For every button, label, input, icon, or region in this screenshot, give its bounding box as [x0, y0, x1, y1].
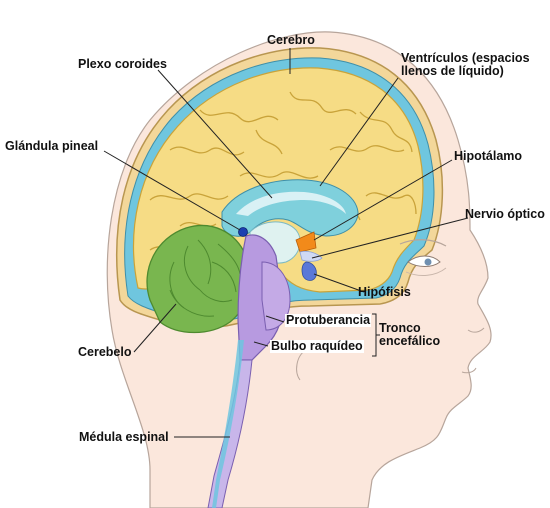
leader-cerebelo — [133, 303, 177, 353]
corpus-callosum — [236, 191, 346, 216]
leader-hipotalamo — [313, 159, 453, 241]
leader-ventriculos — [319, 77, 399, 187]
hypothalamus — [295, 231, 317, 253]
label-cerebelo: Cerebelo — [78, 345, 132, 359]
optic-chiasm — [299, 250, 323, 262]
pineal-gland — [238, 227, 248, 237]
pons — [261, 261, 291, 331]
label-tronco-line1: Tronco — [379, 321, 421, 335]
label-ventriculos: Ventrículos (espacios llenos de líquido) — [401, 52, 530, 78]
eye — [407, 255, 441, 267]
leader-pineal — [103, 150, 241, 231]
mouth — [461, 367, 477, 374]
label-tronco-line2: encefálico — [379, 334, 441, 348]
label-cerebro: Cerebro — [267, 33, 315, 47]
label-nervio-optico: Nervio óptico — [465, 207, 545, 221]
nostril — [467, 327, 485, 333]
label-ventriculos-line1: Ventrículos (espacios — [401, 51, 530, 65]
label-plexo-coroides: Plexo coroides — [78, 57, 167, 71]
pituitary — [301, 261, 317, 281]
label-protuberancia: Protuberancia — [285, 313, 372, 327]
leader-bulbo — [253, 341, 269, 347]
leader-nervio — [311, 217, 469, 259]
label-hipofisis: Hipófisis — [358, 285, 411, 299]
iris — [424, 258, 432, 266]
label-tronco-encefalico: Tronco encefálico — [379, 322, 440, 348]
label-medula-espinal: Médula espinal — [79, 430, 169, 444]
leader-plexo — [157, 69, 273, 199]
label-glandula-pineal: Glándula pineal — [5, 139, 99, 153]
cerebellum-folia — [169, 239, 241, 317]
leader-hipofisis — [313, 273, 365, 293]
leader-lines — [103, 48, 469, 438]
leader-protuberancia — [265, 315, 285, 323]
label-ventriculos-line2: llenos de líquido) — [401, 64, 504, 78]
label-hipotalamo: Hipotálamo — [454, 149, 523, 163]
eyelid-lower — [405, 267, 447, 276]
eyebrow — [399, 239, 447, 247]
spinal-canal — [212, 340, 244, 508]
label-bulbo-raquideo: Bulbo raquídeo — [270, 339, 364, 353]
